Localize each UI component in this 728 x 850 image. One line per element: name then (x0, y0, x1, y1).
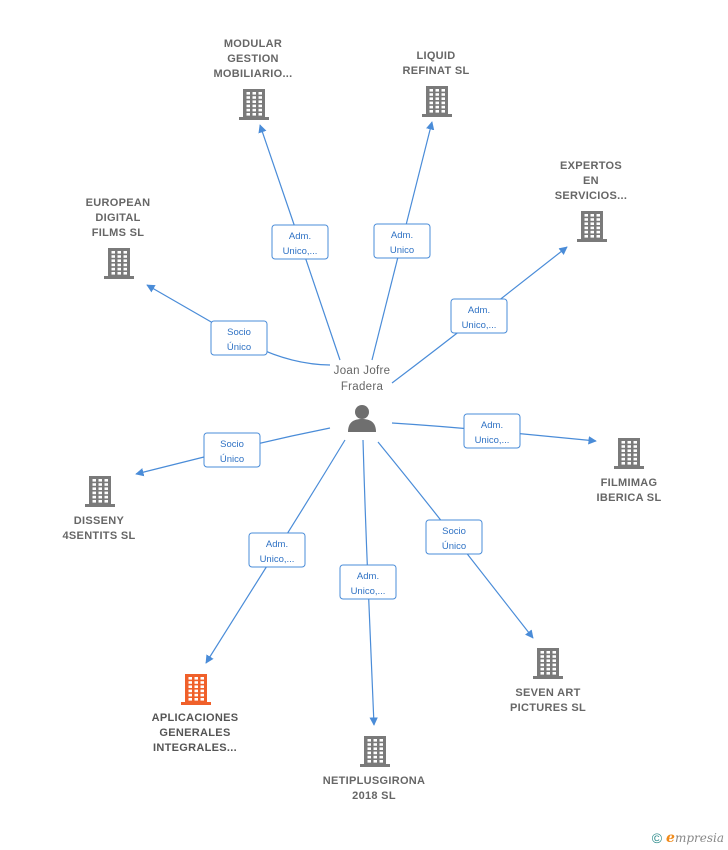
company-name-line: DISSENY (74, 515, 125, 527)
company-name-line: 4SENTITS SL (63, 530, 136, 542)
edge-label-line: Socio (220, 439, 244, 450)
company-name-line: PICTURES SL (510, 702, 586, 714)
edge-label-box (210, 320, 268, 356)
center-name-line-2: Fradera (341, 381, 384, 393)
edge-label-box (339, 564, 397, 600)
edge-label-box (425, 519, 483, 555)
company-node-disseny[interactable]: DISSENY 4SENTITS SL (63, 476, 136, 542)
company-name-line: GENERALES (159, 727, 230, 739)
edge-label-line: Unico,... (475, 435, 510, 446)
company-name-line: FILMIMAG (601, 477, 658, 489)
company-name-line: APLICACIONES (152, 712, 239, 724)
building-icon (614, 438, 644, 469)
edge-label-netiplus[interactable]: Adm. Unico,... (339, 564, 397, 600)
edge-label-line: Unico,... (260, 554, 295, 565)
company-node-liquid[interactable]: LIQUID REFINAT SL (403, 50, 470, 117)
footer-brand: © empresia (652, 830, 724, 846)
edge-label-aplicaciones[interactable]: Adm. Unico,... (248, 532, 306, 568)
company-name-line: FILMS SL (92, 227, 145, 239)
company-name-line: SERVICIOS... (555, 190, 627, 202)
building-icon (181, 674, 211, 705)
building-icon (577, 211, 607, 242)
nodes-layer: MODULAR GESTION MOBILIARIO... LIQUID REFINAT… (63, 38, 662, 802)
edge-label-line: Adm. (468, 305, 490, 316)
company-name-line: EN (583, 175, 599, 187)
edge-label-box (248, 532, 306, 568)
edge-label-line: Socio (442, 526, 466, 537)
copyright-icon: © (651, 830, 663, 846)
company-name-line: GESTION (227, 53, 279, 65)
edge-label-line: Único (220, 454, 244, 465)
edge-label-line: Adm. (266, 539, 288, 550)
company-name-line: EUROPEAN (86, 197, 151, 209)
company-node-european[interactable]: EUROPEAN DIGITAL FILMS SL (86, 197, 151, 279)
edge-label-liquid[interactable]: Adm. Unico (373, 223, 431, 259)
building-icon (422, 86, 452, 117)
edge-label-line: Único (442, 541, 466, 552)
company-node-netiplus[interactable]: NETIPLUSGIRONA 2018 SL (323, 736, 426, 802)
building-icon (104, 248, 134, 279)
edge-label-line: Adm. (481, 420, 503, 431)
company-name-line: MOBILIARIO... (213, 68, 292, 80)
brand-logo: empresia (666, 830, 724, 846)
center-name-line-1: Joan Jofre (334, 365, 391, 377)
building-icon (533, 648, 563, 679)
company-node-expertos[interactable]: EXPERTOS EN SERVICIOS... (555, 160, 627, 242)
edge-label-line: Unico,... (351, 586, 386, 597)
company-node-seven[interactable]: SEVEN ART PICTURES SL (510, 648, 586, 714)
edge-label-box (203, 432, 261, 468)
company-name-line: DIGITAL (95, 212, 140, 224)
company-name-line: SEVEN ART (515, 687, 580, 699)
edge-label-line: Socio (227, 327, 251, 338)
edge-label-line: Unico (390, 245, 414, 256)
edge-label-box (463, 413, 521, 449)
edge-label-box (271, 224, 329, 260)
edge-label-filmimag[interactable]: Adm. Unico,... (463, 413, 521, 449)
building-icon (85, 476, 115, 507)
edge-label-line: Adm. (357, 571, 379, 582)
edge-label-line: Adm. (391, 230, 413, 241)
company-name-line: NETIPLUSGIRONA (323, 775, 426, 787)
company-name-line: MODULAR (224, 38, 282, 50)
center-person[interactable]: Joan Jofre Fradera (334, 365, 391, 432)
company-name-line: EXPERTOS (560, 160, 622, 172)
company-name-line: IBERICA SL (597, 492, 662, 504)
edge-labels-layer: Adm.Unico,...Adm.UnicoAdm.Unico,...Socio… (203, 223, 521, 600)
building-icon (360, 736, 390, 767)
edge-label-line: Adm. (289, 231, 311, 242)
edge-label-line: Unico,... (283, 246, 318, 257)
company-name-line: REFINAT SL (403, 65, 470, 77)
company-node-aplicaciones[interactable]: APLICACIONES GENERALES INTEGRALES... (152, 674, 239, 754)
edge-label-line: Unico,... (462, 320, 497, 331)
edge-label-line: Único (227, 342, 251, 353)
person-icon (348, 405, 376, 432)
edge-label-box (373, 223, 431, 259)
company-name-line: 2018 SL (352, 790, 396, 802)
company-node-filmimag[interactable]: FILMIMAG IBERICA SL (597, 438, 662, 504)
edge-label-modular[interactable]: Adm. Unico,... (271, 224, 329, 260)
building-icon (239, 89, 269, 120)
edge-label-expertos[interactable]: Adm. Unico,... (450, 298, 508, 334)
company-node-modular[interactable]: MODULAR GESTION MOBILIARIO... (213, 38, 292, 120)
edge-label-box (450, 298, 508, 334)
company-name-line: LIQUID (416, 50, 455, 62)
company-name-line: INTEGRALES... (153, 742, 237, 754)
